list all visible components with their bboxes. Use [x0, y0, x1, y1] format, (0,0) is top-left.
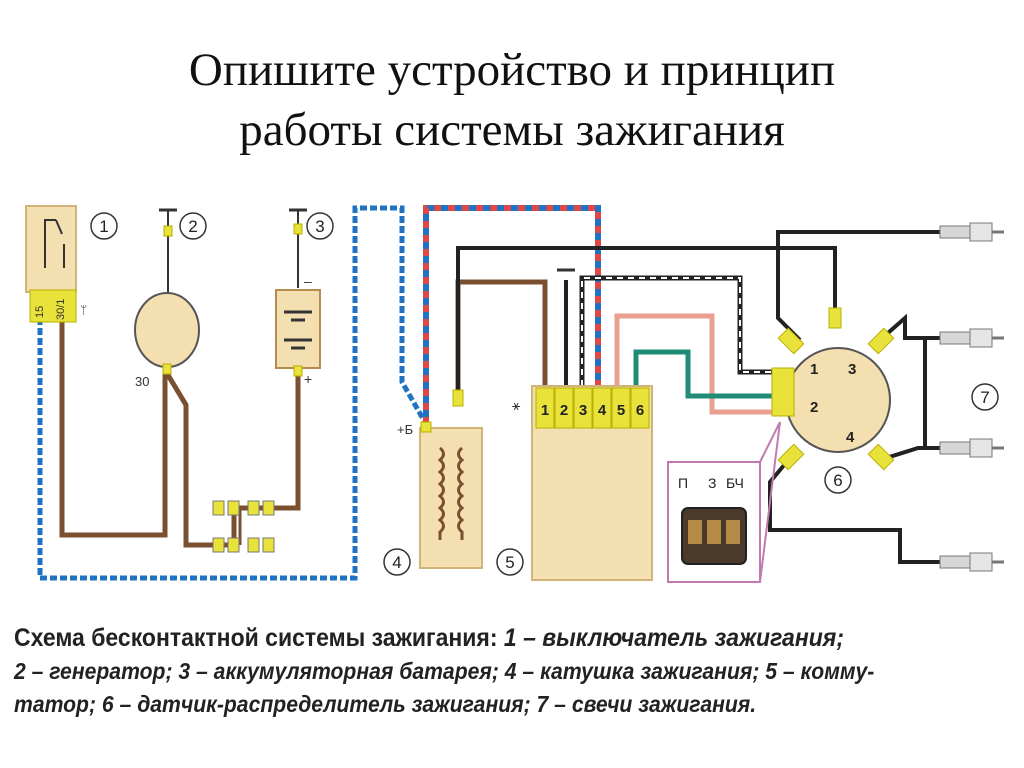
connector-label-z: З: [708, 475, 716, 491]
commutator-pin-1: [535, 387, 555, 429]
connector-pointer-1: [759, 421, 781, 463]
commutator-pin-6: [630, 387, 650, 429]
wire-connector: [212, 500, 275, 553]
distributor-terminal-1: 1: [810, 361, 818, 378]
commutator-pin-2: [554, 387, 574, 429]
generator: [134, 292, 200, 368]
generator-post-node: [163, 225, 173, 237]
coil-hv-terminal: [452, 389, 464, 407]
slide-title-line-1: Опишите устройство и принцип: [188, 44, 836, 96]
ignition-coil: [419, 427, 483, 569]
callout-circle-6: [824, 466, 852, 494]
callout-4: 4: [392, 553, 401, 572]
commutator-pin-label: 1: [541, 402, 549, 419]
battery-terminal-node: [293, 365, 303, 377]
commutator-pin-label: 4: [598, 402, 607, 419]
distributor-terminal-2: 2: [810, 399, 818, 416]
commutator-pin-4: [592, 387, 612, 429]
switch-terminal-15: 15: [34, 306, 46, 318]
callout-circle-7: [971, 383, 999, 411]
battery-post-node: [293, 223, 303, 235]
wire-dark-white: [579, 275, 774, 386]
commutator-pin-label: 2: [560, 402, 568, 419]
battery: [275, 289, 321, 369]
callout-circle-1: [90, 212, 118, 240]
spark-plug-2: [939, 328, 1004, 348]
commutator-pin-3: [573, 387, 593, 429]
wire-red-blue-dash: [423, 205, 601, 424]
battery-minus-label: –: [304, 273, 312, 289]
callout-circle-3: [306, 212, 334, 240]
connector-pin-z: [707, 520, 721, 544]
commutator-pin-label: 3: [579, 402, 587, 419]
connector-label-p: П: [678, 475, 688, 491]
spark-plug-3: [939, 438, 1004, 458]
distributor-boot-2: [777, 443, 805, 471]
callout-circle-5: [496, 548, 524, 576]
callout-7: 7: [980, 388, 989, 407]
coil-terminal-label: +Б: [397, 422, 413, 437]
callout-1: 1: [99, 217, 108, 236]
wire-brown-coil-commutator: [455, 279, 548, 402]
connector-pointer-2: [759, 421, 781, 583]
distributor: [785, 347, 891, 453]
callout-circle-4: [383, 548, 411, 576]
diagram-caption: Схема бесконтактной системы зажигания: 1…: [14, 622, 934, 721]
spark-plug-1: [939, 222, 1004, 242]
caption-line-2: 2 – генератор; 3 – аккумуляторная батаре…: [14, 655, 934, 688]
distributor-boot-center: [828, 307, 842, 329]
caption-items-2-5: 2 – генератор; 3 – аккумуляторная батаре…: [14, 658, 875, 684]
commutator-ground-mark: ⚹: [512, 397, 521, 413]
battery-plus-label: +: [304, 371, 312, 387]
switch-terminal-30-1: 30/1: [55, 299, 67, 320]
coil-plus-terminal: [420, 421, 432, 433]
caption-line-3: татор; 6 – датчик-распределитель зажиган…: [14, 688, 934, 721]
wire-brown-switch: [59, 322, 168, 538]
switch-ground-mark: ᛘ: [80, 303, 87, 317]
caption-heading: Схема бесконтактной системы зажигания:: [14, 624, 498, 652]
generator-terminal-node: [162, 363, 172, 375]
connector-label-bch: БЧ: [726, 475, 744, 491]
callout-5: 5: [505, 553, 514, 572]
distributor-terminal-4: 4: [846, 429, 855, 446]
commutator-pin-label: 6: [636, 402, 644, 419]
wire-blue-main: [37, 205, 429, 581]
distributor-sensor-connector: [771, 367, 795, 417]
commutator-pin-label: 5: [617, 402, 625, 419]
connector-pin-bch: [726, 520, 740, 544]
ht-lead-4: [879, 446, 945, 462]
coil-winding-secondary: [457, 446, 465, 540]
distributor-boot-1: [777, 327, 805, 355]
caption-items-6-7: татор; 6 – датчик-распределитель зажиган…: [14, 691, 757, 717]
spark-plugs: [939, 222, 1004, 572]
switch-terminal-block: [29, 289, 77, 323]
connector-pin-p: [688, 520, 702, 544]
callout-6: 6: [833, 471, 842, 490]
slide-title-line-2: работы системы зажигания: [239, 104, 785, 156]
ht-lead-2: [768, 456, 945, 564]
coil-winding-primary: [437, 446, 445, 540]
wire-white-stripe: [581, 277, 774, 386]
caption-line-1: Схема бесконтактной системы зажигания: 1…: [14, 622, 934, 655]
distributor-terminal-3: 3: [848, 361, 856, 378]
wire-dark-coil-distributor: [456, 246, 837, 402]
generator-terminal-30: 30: [135, 374, 149, 389]
wire-brown-generator: [162, 368, 301, 548]
callout-circle-2: [179, 212, 207, 240]
slide-title: Опишите устройство и принцип работы сист…: [0, 40, 1024, 160]
commutator-pin-5: [611, 387, 631, 429]
distributor-boot-4: [867, 443, 895, 471]
ignition-switch: [25, 205, 77, 293]
caption-item-1: 1 – выключатель зажигания;: [497, 624, 844, 652]
callout-3: 3: [315, 217, 324, 236]
wire-pink: [614, 313, 774, 415]
callout-2: 2: [188, 217, 197, 236]
wire-green: [633, 349, 774, 399]
spark-plug-4: [939, 552, 1004, 572]
switch-contact: [44, 219, 65, 268]
distributor-boot-3: [867, 327, 895, 355]
